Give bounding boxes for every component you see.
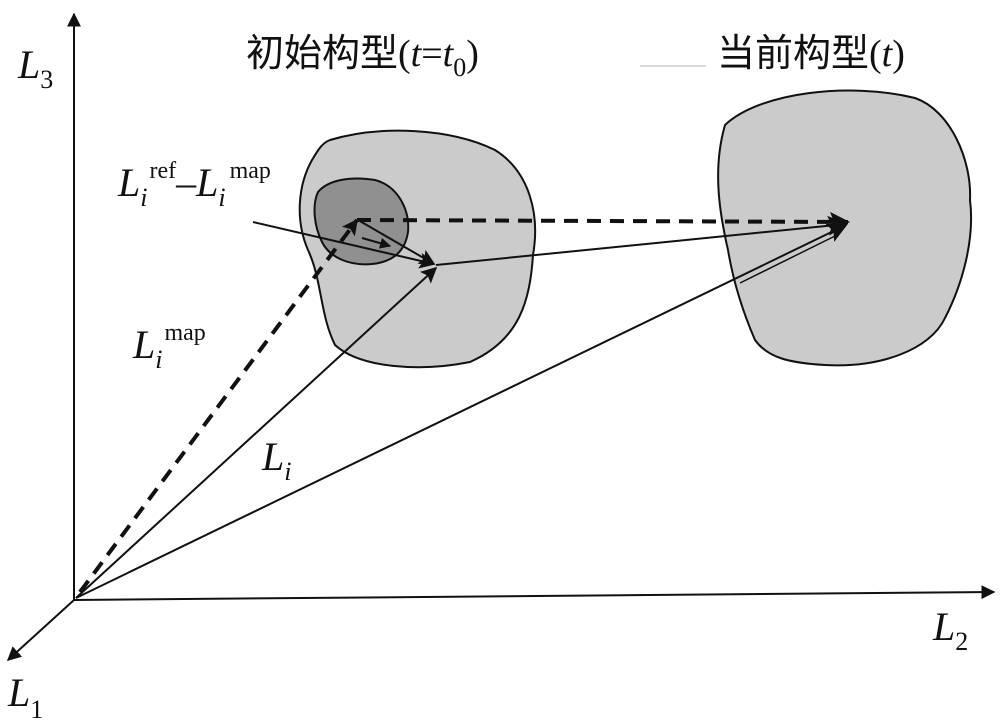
- li-initial-vector: [75, 266, 438, 599]
- initial-configuration-label: 初始构型(t=t0): [246, 33, 479, 82]
- deformation-vector: [435, 215, 848, 266]
- li-current-vector: [75, 223, 848, 599]
- l1-axis: [6, 599, 75, 661]
- li-label: Li: [261, 434, 291, 486]
- current-configuration-label: 当前构型(t): [717, 33, 905, 75]
- ref-minus-map-label: Liref–Limap: [117, 158, 271, 212]
- l2-axis: [73, 585, 996, 601]
- current-configuration-region: [717, 89, 973, 367]
- label-pointer-line: [252, 221, 436, 269]
- l3-axis-label: L3: [17, 42, 53, 94]
- small-inner-vector: [361, 237, 392, 249]
- li-map-dashed-vector: [78, 218, 359, 594]
- l1-axis-label: L1: [7, 670, 43, 723]
- li-map-label: Limap: [132, 320, 206, 374]
- li-current-vector-double: [739, 235, 836, 284]
- l2-axis-label: L2: [932, 604, 968, 656]
- translation-dashed-vector: [356, 211, 850, 232]
